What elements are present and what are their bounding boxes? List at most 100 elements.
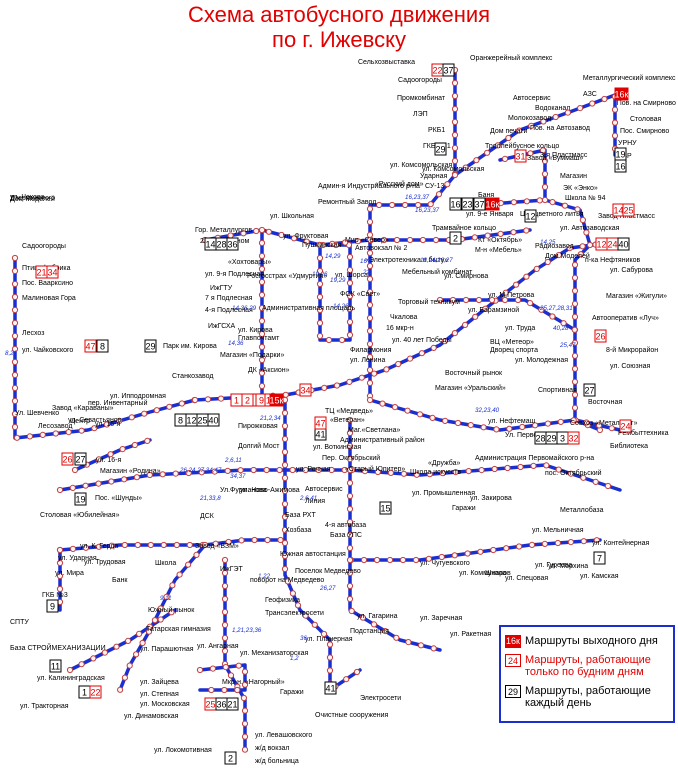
stop-label: Магазин «Жигули» <box>606 293 667 300</box>
route-box-number: 14 <box>613 206 623 216</box>
bus-stop <box>221 569 229 577</box>
bus-stop <box>131 441 138 449</box>
bus-stop <box>11 423 19 431</box>
bus-stop <box>502 289 509 296</box>
route-box-number: 40 <box>208 416 218 426</box>
legend-weekday-swatch: 24 <box>505 654 521 667</box>
bus-stop <box>289 590 296 597</box>
route-box: 15к <box>269 393 284 407</box>
bus-stop <box>56 546 64 554</box>
bus-stop <box>462 296 470 304</box>
bus-stop <box>366 366 374 374</box>
route-south-east2 <box>348 468 602 562</box>
route-box-number: 22 <box>90 688 100 698</box>
bus-stop <box>346 544 354 552</box>
route-box-number: 2 <box>245 396 250 406</box>
route-box: 2 <box>241 393 254 407</box>
bus-stop <box>139 639 146 647</box>
route-box-number: 24 <box>620 422 630 432</box>
route-box: 24 <box>619 419 632 433</box>
map-title-line2: по г. Ижевску <box>272 27 406 52</box>
stop-label: Цех цветного литья <box>520 211 584 218</box>
route-box-frame <box>485 197 500 211</box>
bus-stop <box>391 404 399 411</box>
bus-stop <box>117 686 124 693</box>
route-box-frame <box>144 339 157 353</box>
stop-label: Банк <box>112 577 128 584</box>
route-box: 47 <box>84 339 97 353</box>
route-number-label: 26,27 <box>319 585 336 592</box>
stop-label: Ударная <box>420 173 448 180</box>
bus-stop <box>341 466 348 474</box>
stop-label: 7 я Подлесная <box>205 295 253 302</box>
stop-label: ул. Ново-Ажимова <box>240 487 300 494</box>
legend: 16к Маршруты выходного дня 24 Маршруты, … <box>499 625 675 723</box>
route-number-label: 1,21,23,36 <box>232 627 262 634</box>
route-box-number: 34 <box>300 386 310 396</box>
bus-stop <box>393 634 400 641</box>
route-box-number: 41 <box>315 430 325 440</box>
stop-label: 4-я автобаза <box>325 521 366 529</box>
bus-stop <box>346 378 353 385</box>
route-box-frame <box>224 751 237 765</box>
bus-stop <box>26 433 33 440</box>
bus-stop <box>484 232 491 239</box>
route-number-label: 25,27,28,31 <box>539 305 573 312</box>
bus-stop <box>191 396 199 404</box>
route-box: 25 <box>196 413 209 427</box>
stop-label: Школа искусств <box>410 469 461 476</box>
bus-stop <box>501 296 509 304</box>
route-box-frame <box>46 265 59 279</box>
route-box-number: 3 <box>560 434 565 444</box>
bus-stop <box>473 157 480 164</box>
bus-stop <box>451 118 459 126</box>
route-box-number: 28 <box>535 434 545 444</box>
bus-stop <box>221 556 229 564</box>
bus-stop <box>346 442 354 450</box>
bus-stop <box>557 418 564 425</box>
bus-stop <box>516 543 523 550</box>
stop-label: Пер. Октябрьский <box>322 454 380 462</box>
stop-label: УРНУ <box>618 140 637 147</box>
bus-stop <box>281 513 289 521</box>
stop-label: Дом печати <box>490 128 528 135</box>
stop-label: Дворец спорта <box>490 347 538 354</box>
bus-stop <box>571 261 579 268</box>
route-box-frame <box>226 697 239 711</box>
bus-stop <box>484 149 491 156</box>
bus-stop <box>217 395 225 402</box>
route-number-label: 32,23,40 <box>475 407 500 414</box>
stop-label: Мир «Север» <box>345 237 389 244</box>
bus-stop <box>452 469 459 476</box>
stop-label: Южный рынок <box>148 606 195 614</box>
stop-label: ул. Планерная <box>305 636 353 643</box>
bus-stop <box>571 404 579 411</box>
map-title: Схема автобусного движения по г. Ижевску <box>0 2 678 52</box>
bus-stop <box>82 544 90 551</box>
route-box-number: 21 <box>227 700 237 710</box>
route-box-number: 16к <box>615 90 629 100</box>
bus-stop <box>366 314 374 322</box>
bus-stop <box>316 280 324 288</box>
route-number-label: 19,29 <box>330 277 346 284</box>
bus-stop <box>539 147 547 154</box>
legend-weekend-label: Маршруты выходного дня <box>525 635 658 647</box>
route-box-number: 47 <box>85 342 95 352</box>
route-box-number: 16 <box>615 162 625 172</box>
bus-stop <box>11 267 19 275</box>
bus-stop <box>113 643 120 650</box>
bus-stop <box>579 216 587 224</box>
route-box-frame <box>442 63 455 77</box>
stop-label: ул. Ленина <box>350 357 385 364</box>
bus-stop <box>373 556 381 564</box>
bus-stop <box>240 694 247 702</box>
bus-stop <box>11 280 19 288</box>
stop-label: М-н «Мебель» <box>475 246 522 254</box>
stop-label: ул. Барамзиной <box>468 306 519 314</box>
stop-label: Садоогороды <box>398 77 442 84</box>
bus-stop <box>560 320 567 327</box>
stop-label: ул. 9-е Января <box>466 211 514 218</box>
stop-label: Совхоз «Металлург» <box>570 420 638 427</box>
route-box: 16к <box>614 87 629 101</box>
bus-stop <box>464 550 471 557</box>
